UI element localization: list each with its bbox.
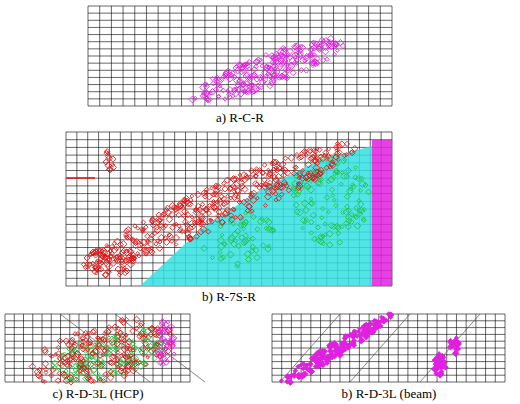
mesh-panel-d: [272, 312, 505, 386]
panel-caption: c) R-D-3L (HCP): [50, 386, 145, 401]
panel-caption: b) R-7S-R: [200, 289, 258, 304]
mesh-panel-b: [66, 132, 392, 286]
panel-caption: a) R-C-R: [214, 110, 266, 125]
panel-caption: b) R-D-3L (beam): [340, 386, 439, 401]
mesh-panel-a: [88, 6, 392, 106]
mesh-panel-c: [5, 314, 205, 385]
